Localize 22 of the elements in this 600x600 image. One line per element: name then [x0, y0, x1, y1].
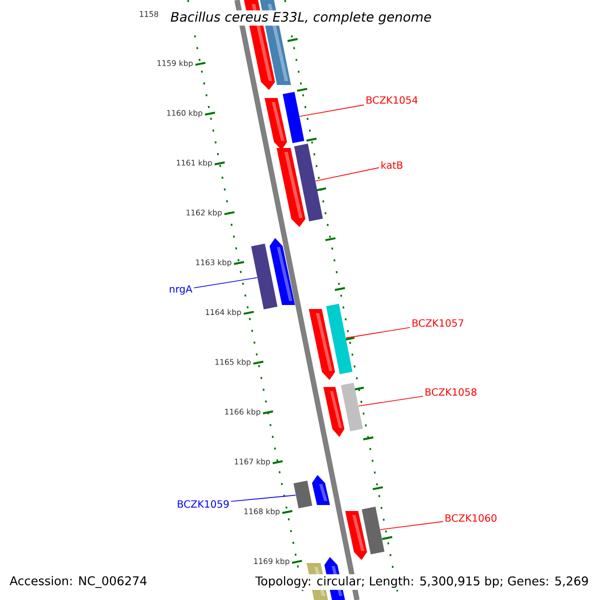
gene-block: [282, 92, 304, 144]
gene-block: [340, 382, 363, 432]
gene-label: BCZK1054: [366, 96, 418, 104]
leader-line: [230, 494, 296, 502]
gene-block: [294, 480, 312, 508]
leader-line: [346, 327, 410, 338]
gene-block: [326, 304, 352, 374]
leader-line: [380, 521, 444, 530]
leader-line: [299, 104, 364, 117]
gene-block: [294, 144, 323, 222]
gene-label: BCZK1058: [426, 388, 476, 396]
gene-label: BCZK1057: [412, 319, 464, 327]
accession-text: Accession: NC_006274: [10, 576, 147, 588]
gene-label: BCZK1060: [446, 514, 496, 522]
gene-block: [362, 506, 384, 554]
leader-line: [194, 277, 258, 288]
gene-block: [251, 244, 278, 310]
leader-line: [315, 167, 380, 182]
gene-label: katB: [382, 161, 402, 169]
gene-label: BCZK1059: [178, 500, 229, 508]
leader-line: [358, 396, 424, 406]
gene-label: nrgA: [170, 285, 192, 295]
